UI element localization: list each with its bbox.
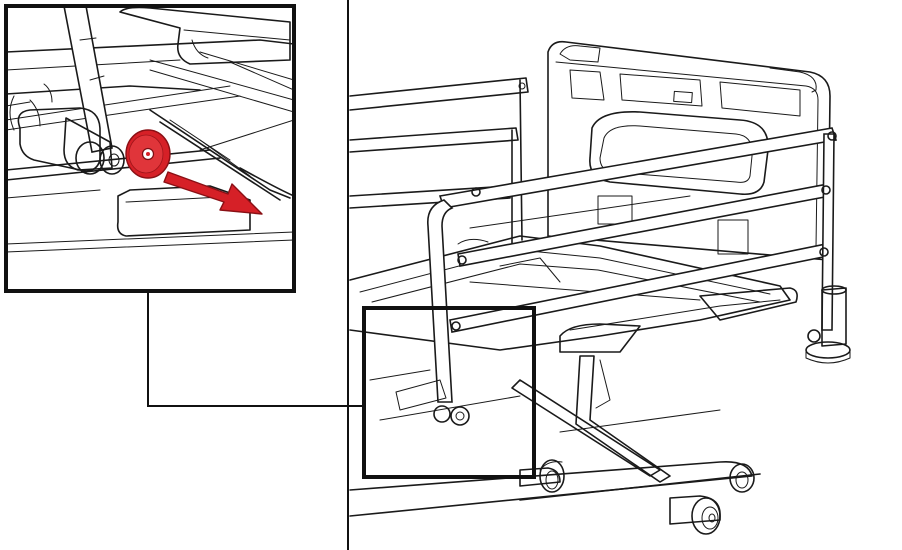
caster-front-right: [729, 463, 755, 493]
detail-view: [4, 4, 296, 293]
release-knob-icon: [125, 129, 171, 179]
caster-back-left: [539, 459, 565, 493]
lift-base: [349, 355, 761, 525]
casters: [539, 459, 755, 535]
main-bed-illustration: [347, 0, 851, 550]
near-siderail: [427, 127, 838, 403]
leader-line: [147, 292, 364, 407]
detail-view-border: [4, 4, 296, 293]
headboard: [547, 40, 831, 261]
mattress-deck: [349, 235, 798, 353]
foot-post: [805, 285, 851, 364]
release-knob-main: [369, 369, 521, 426]
pull-direction-arrow-icon: [163, 171, 263, 215]
magnification-box: [362, 306, 536, 479]
caster-front-left: [691, 497, 721, 535]
